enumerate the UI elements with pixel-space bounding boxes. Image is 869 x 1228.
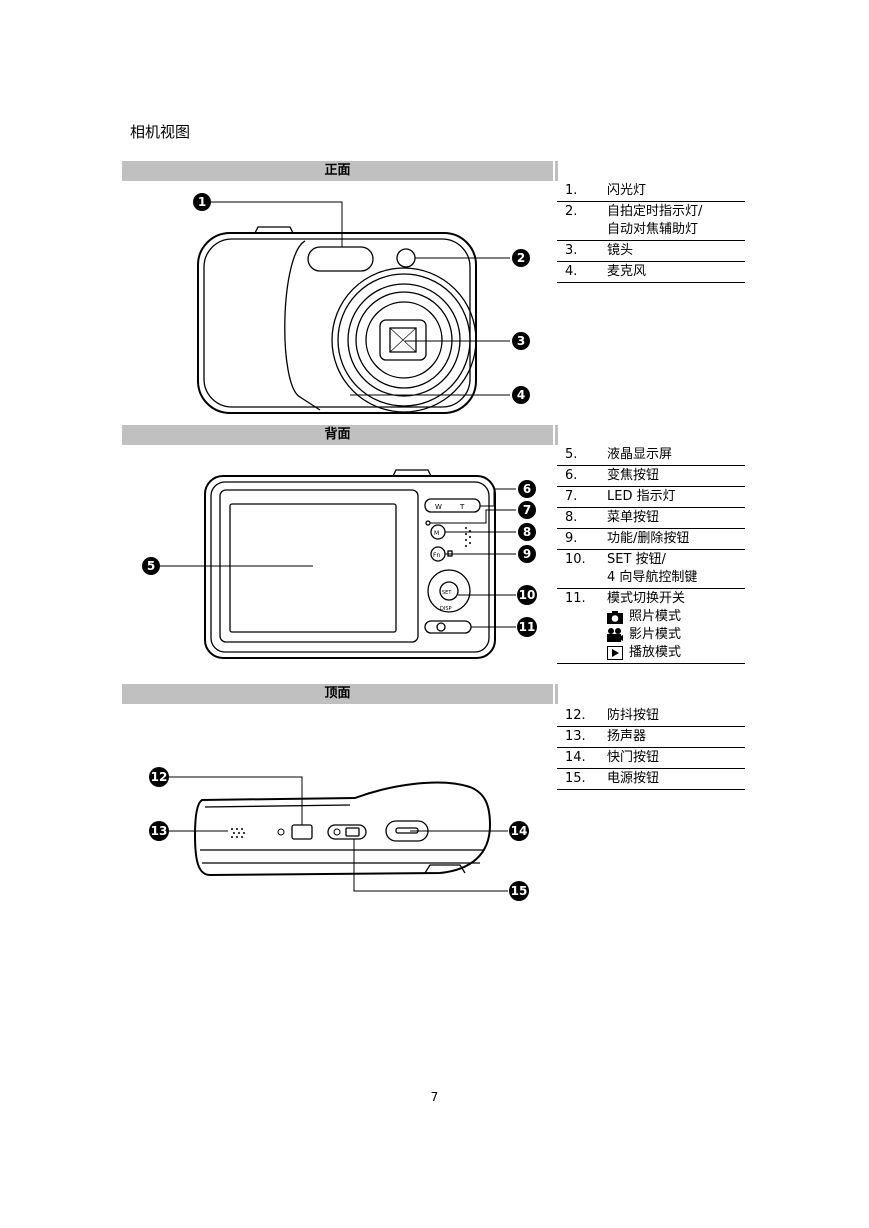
svg-text:SET: SET [442,590,452,596]
svg-text:W: W [435,503,442,511]
list-item: 6.变焦按钮 [557,466,745,487]
callout-9 [518,545,536,563]
list-item: 14.快门按钮 [557,748,745,769]
svg-text:7: 7 [523,503,531,517]
callout-4 [512,386,530,404]
svg-text:15: 15 [511,884,528,898]
callout-1 [193,193,211,211]
callout-13 [149,821,169,841]
svg-text:10: 10 [519,588,536,602]
svg-text:2: 2 [517,251,525,265]
section-header-front: 正面 [122,161,558,181]
callout-14 [509,821,529,841]
back-parts-list: 5.液晶显示屏 6.变焦按钮 7.LED 指示灯 8.菜单按钮 9.功能/删除按… [557,445,745,664]
callout-2 [512,249,530,267]
svg-text:6: 6 [523,482,531,496]
play-icon [607,646,623,660]
callout-3 [512,332,530,350]
svg-text:T: T [459,503,465,511]
callout-15 [509,881,529,901]
list-item: 1.闪光灯 [557,181,745,202]
list-item: 9.功能/删除按钮 [557,529,745,550]
svg-text:13: 13 [151,824,168,838]
list-item: 12.防抖按钮 [557,706,745,727]
video-camera-icon [607,628,623,642]
callout-10 [517,585,537,605]
svg-text:4: 4 [517,388,525,402]
callout-12 [149,767,169,787]
callout-6 [518,480,536,498]
list-item: 11. 模式切换开关 照片模式 影片模式 播放模式 [557,589,745,664]
camera-front-diagram: 1 2 3 4 [193,193,530,414]
list-item: 10.SET 按钮/4 向导航控制键 [557,550,745,589]
svg-text:Fn: Fn [433,552,440,559]
svg-text:11: 11 [519,620,536,634]
svg-text:5: 5 [147,559,155,573]
list-item: 3.镜头 [557,241,745,262]
svg-text:M: M [434,530,439,537]
svg-text:3: 3 [517,334,525,348]
camera-icon [607,611,623,624]
camera-back-diagram: W T M Fn SET DISP 5 6 7 8 9 10 11 [142,469,537,659]
callout-8 [518,523,536,541]
callout-5 [142,557,160,575]
front-callouts: 1 2 3 4 [193,193,530,404]
svg-text:9: 9 [523,547,531,561]
list-item: 2.自拍定时指示灯/自动对焦辅助灯 [557,202,745,241]
list-item: 4.麦克风 [557,262,745,283]
svg-text:8: 8 [523,525,531,539]
top-parts-list: 12.防抖按钮 13.扬声器 14.快门按钮 15.电源按钮 [557,706,745,790]
page-title: 相机视图 [130,123,191,141]
list-item: 8.菜单按钮 [557,508,745,529]
front-parts-list: 1.闪光灯 2.自拍定时指示灯/自动对焦辅助灯 3.镜头 4.麦克风 [557,181,745,283]
svg-text:1: 1 [198,195,206,209]
section-header-top: 顶面 [122,684,558,704]
list-item: 15.电源按钮 [557,769,745,790]
svg-text:12: 12 [151,770,168,784]
list-item: 5.液晶显示屏 [557,445,745,466]
svg-text:14: 14 [511,824,528,838]
svg-text:DISP: DISP [440,606,452,612]
list-item: 7.LED 指示灯 [557,487,745,508]
callout-11 [517,617,537,637]
callout-7 [518,501,536,519]
list-item: 13.扬声器 [557,727,745,748]
section-header-back: 背面 [122,425,558,445]
camera-top-diagram: 12 13 14 15 [149,767,529,901]
page-number: 7 [430,1090,439,1104]
